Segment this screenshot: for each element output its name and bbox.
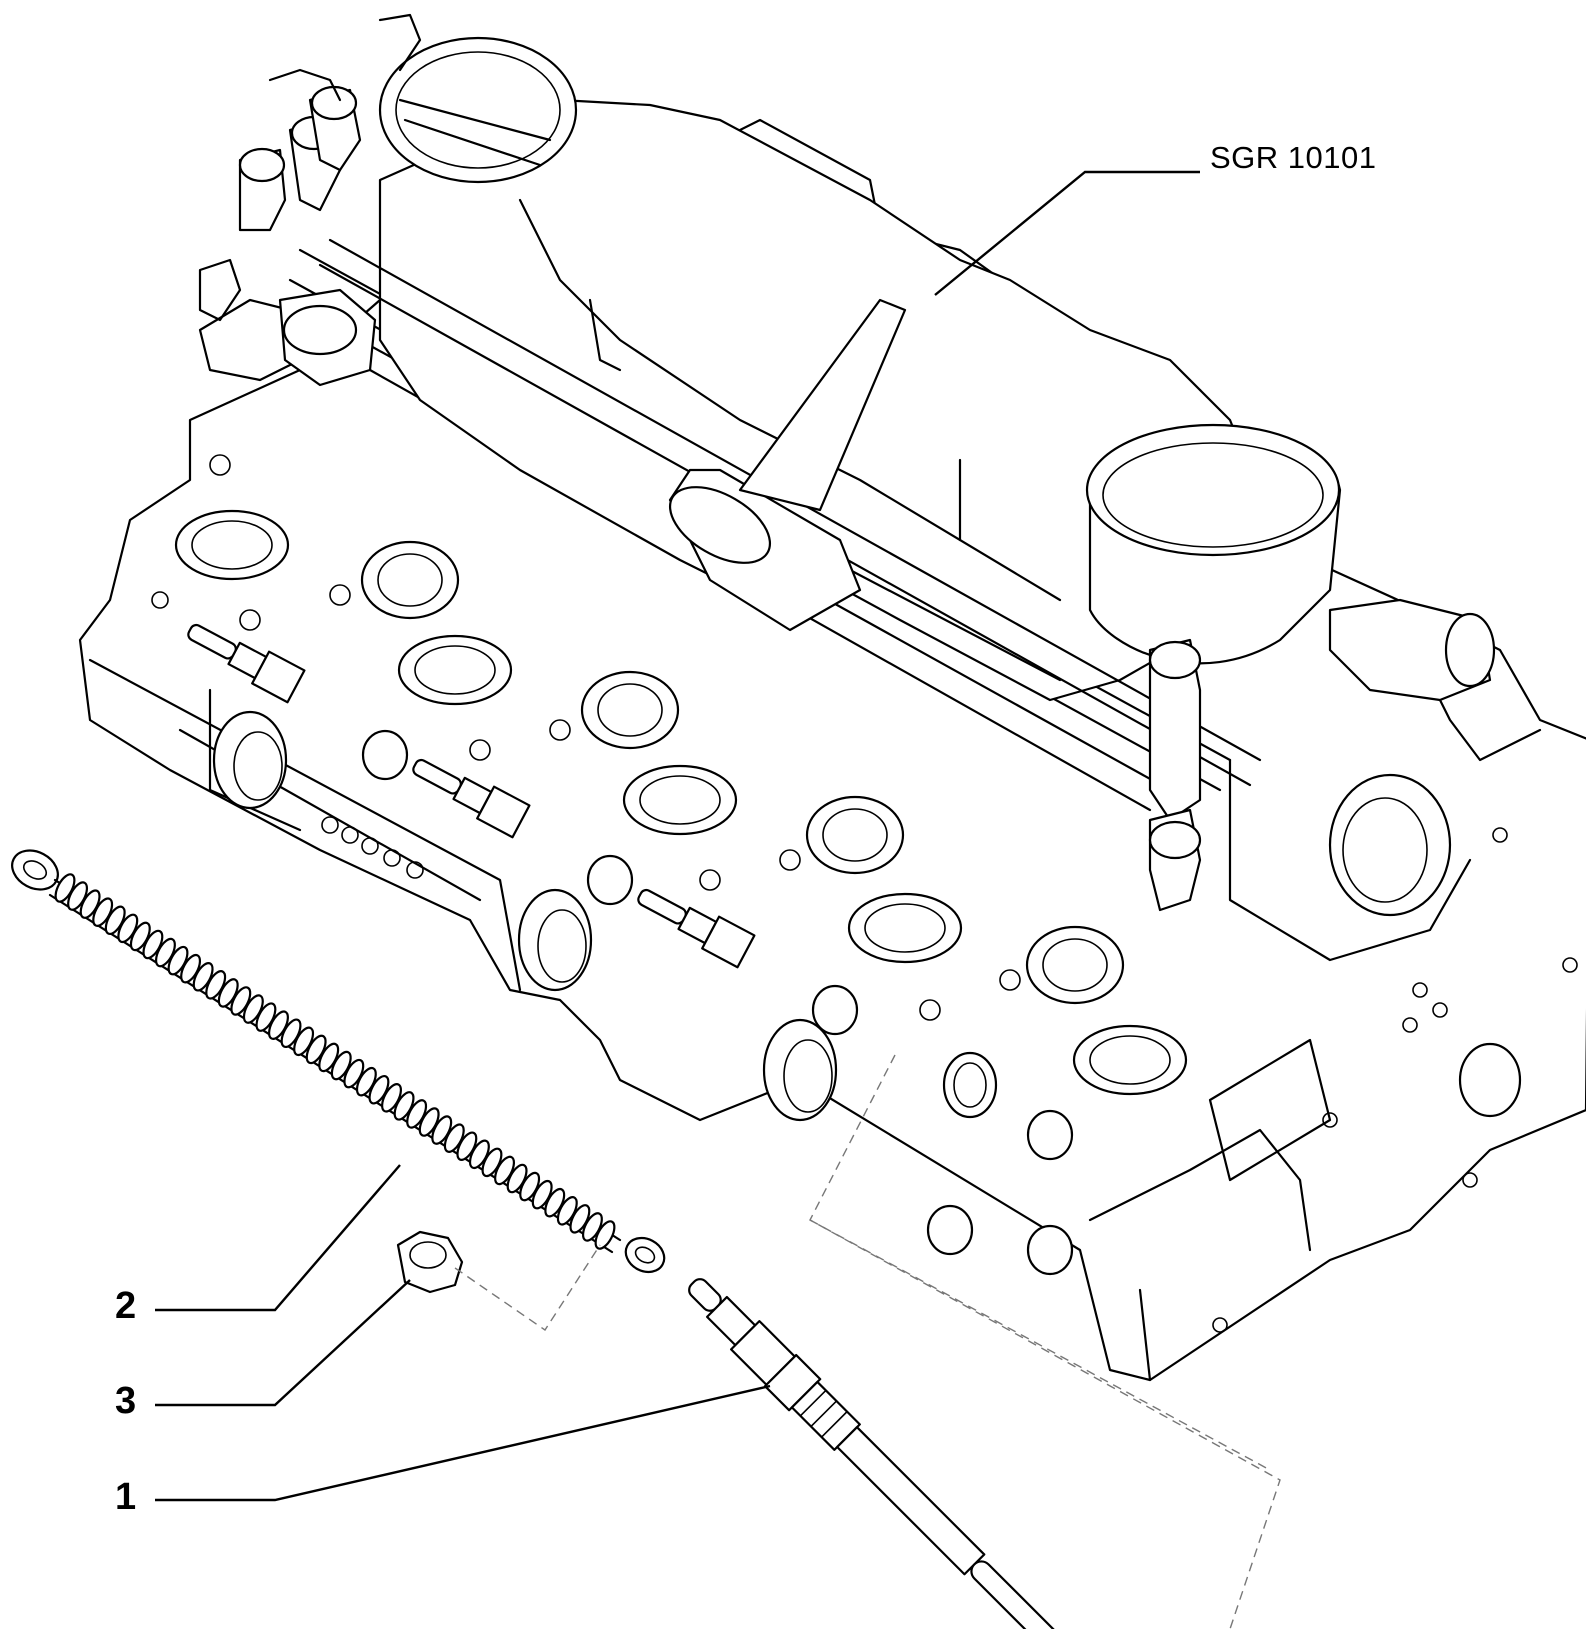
wire-coil-turn	[594, 1220, 616, 1250]
reference-code-label: SGR 10101	[1210, 140, 1377, 175]
callout-1: 1	[115, 1476, 137, 1518]
glow-plug-wire	[11, 849, 666, 1274]
left-bracket	[198, 13, 422, 322]
glow-plug	[688, 1278, 1078, 1629]
cylinder-bosses	[174, 509, 1188, 1276]
nut	[396, 1230, 464, 1294]
callout-3: 3	[115, 1380, 137, 1422]
assembly-guide-lines	[454, 1054, 1281, 1629]
callout-2: 2	[115, 1285, 137, 1327]
installed-glow-plugs	[187, 623, 756, 969]
fuel-rail	[198, 238, 1262, 912]
leader-lines	[155, 170, 1200, 1502]
